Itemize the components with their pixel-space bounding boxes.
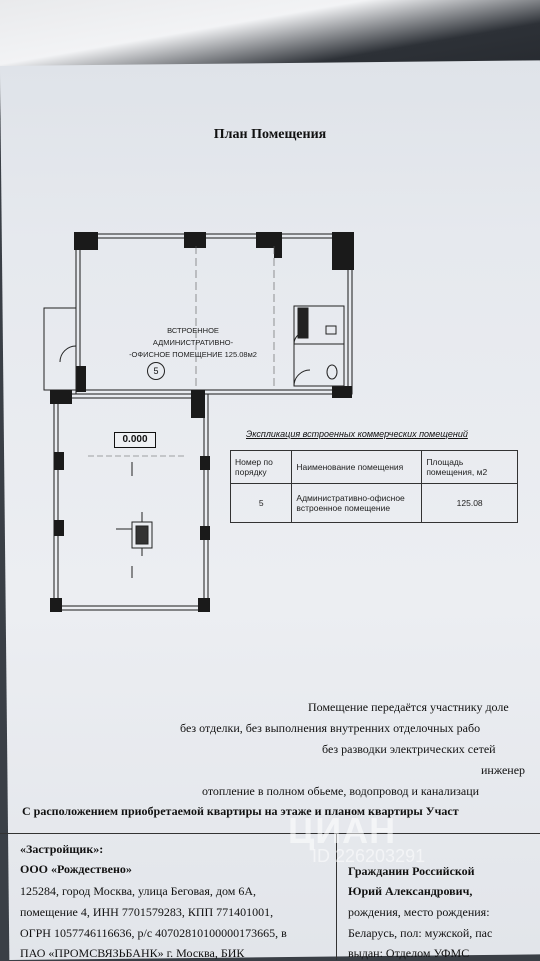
- explication-table: Номер по порядку Наименование помещения …: [229, 450, 518, 523]
- room-label-line1: ВСТРОЕННОЕ АДМИНИСТРАТИВНО-: [152, 326, 234, 347]
- citizen-line: рождения, место рождения:: [348, 905, 490, 919]
- citizen-line: Юрий Александрович,: [348, 884, 473, 898]
- body-line: отопление в полном обьеме, водопровод и …: [202, 784, 480, 798]
- developer-heading: «Застройщик»:: [20, 842, 104, 856]
- header-name: Наименование помещения: [291, 450, 423, 484]
- developer-line: помещение 4, ИНН 7701579283, КПП 7714010…: [20, 905, 274, 919]
- room-label: ВСТРОЕННОЕ АДМИНИСТРАТИВНО- -ОФИСНОЕ ПОМ…: [128, 325, 258, 361]
- developer-line: ПАО «ПРОМСВЯЗЬБАНК» г. Москва, БИК: [20, 946, 245, 960]
- body-line: без отделки, без выполнения внутренних о…: [180, 721, 481, 735]
- cell-name: Административно-офисное встроенное помещ…: [291, 483, 423, 523]
- cell-number: 5: [229, 483, 293, 523]
- header-number: Номер по порядку: [229, 450, 293, 484]
- citizen-line: выдан: Отделом УФМС: [348, 946, 470, 960]
- watermark-brand: ЦИАН: [288, 810, 397, 851]
- explication-title: Экспликация встроенных коммерческих поме…: [246, 429, 468, 439]
- header-area: Площадь помещения, м2: [421, 450, 518, 484]
- watermark-id: ID 226203291: [312, 846, 426, 866]
- level-mark: 0.000: [114, 432, 156, 448]
- body-line: инженер: [481, 763, 526, 777]
- body-line: без разводки электрических сетей: [322, 742, 496, 756]
- cell-area: 125.08: [421, 483, 518, 523]
- table-header-row: Номер по порядку Наименование помещения …: [229, 450, 518, 484]
- page-title: План Помещения: [213, 127, 327, 142]
- citizen-line: Беларусь, пол: мужской, пас: [348, 926, 493, 940]
- body-line: Помещение передаётся участнику доле: [308, 700, 509, 714]
- floor-plan: [43, 232, 354, 612]
- citizen-line: Гражданин Российской: [348, 864, 475, 878]
- parties-divider: [336, 833, 337, 960]
- developer-line: 125284, город Москва, улица Беговая, дом…: [20, 884, 257, 898]
- developer-line: ОГРН 1057746116636, р/с 4070281010000017…: [20, 926, 287, 940]
- table-row: 5 Административно-офисное встроенное пом…: [229, 483, 518, 523]
- developer-name: ООО «Рождествено»: [20, 862, 132, 876]
- body-line-bold: С расположением приобретаемой квартиры н…: [22, 804, 459, 818]
- room-label-line2: -ОФИСНОЕ ПОМЕЩЕНИЕ 125.08м2: [129, 350, 257, 359]
- room-number-circle: 5: [147, 362, 165, 380]
- parties-block: [0, 833, 540, 961]
